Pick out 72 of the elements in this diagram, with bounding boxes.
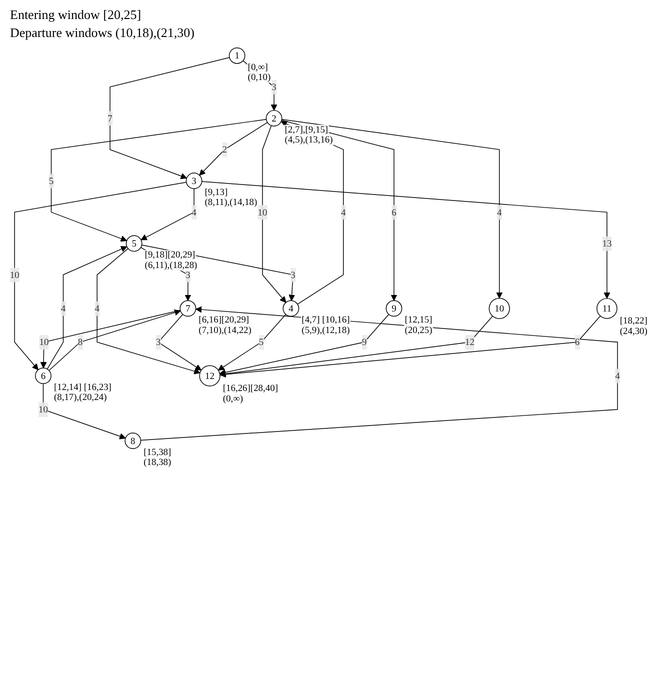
time-window-label: [18,22] [620,317,648,328]
time-window-label: [16,26][28,40] [222,384,278,394]
edge-label: 5 [258,336,264,348]
time-window-label: (4,5),(13,16) [284,136,333,146]
arrow [140,188,194,241]
edge-label: 10 [10,270,20,280]
arrow [140,306,618,442]
edge-label: 12 [464,336,474,348]
node-circle: 4 [282,300,300,318]
arrow [201,181,610,300]
time-window-label: [2,7],[9,15] [284,126,328,136]
edge-label: 6 [574,336,580,348]
note-text: Departure windows (10,18),(21,30) [10,24,194,42]
node-circle: 3 [186,173,202,190]
edge-label: 4 [615,370,620,382]
edge-label: 4 [341,206,346,218]
time-window-label: (5,9),(12,18) [302,326,350,336]
edge-label: 4 [60,303,66,314]
edge-label: 3 [272,82,276,93]
arrow [218,314,286,371]
node-circle: 11 [596,298,618,320]
time-window-label: [9,13] [204,188,228,198]
time-window-label: [4,7] [10,16] [302,316,350,326]
node-circle: 7 [180,300,196,318]
edge-label: 9 [362,336,367,348]
arrow [262,126,286,304]
node-circle: 10 [488,298,510,320]
edge-label: 7 [108,112,112,124]
edge-label: 2 [222,144,227,156]
node-circle: 6 [35,368,52,384]
time-window-label: [12,15] [404,316,432,326]
time-window-label: [9,18][20,29] [144,250,196,261]
edge-label: 13 [602,238,612,250]
edge-label: 3 [186,270,190,280]
edge-label: 4 [192,206,196,218]
time-window-label: [6,16][20,29] [198,316,250,326]
edge-label: 10 [258,206,268,218]
time-window-label: (8,11),(14,18) [204,198,258,209]
time-window-label: (18,38) [144,458,172,468]
edge-label: 3 [290,270,296,280]
node-circle: 5 [126,236,142,252]
arrow [281,119,503,299]
time-window-label: (20,25) [404,326,432,336]
time-window-label: (24,30) [620,327,648,338]
node-circle: 1 [228,48,246,64]
node-circle: 2 [266,110,282,127]
time-window-label: (0,∞) [222,394,243,405]
node-circle: 8 [124,432,142,450]
arrow [14,182,187,371]
arrow [110,58,230,180]
arrow [199,122,268,176]
time-window-label: (6,11),(18,28) [144,261,198,272]
edge-label: 3 [156,336,161,348]
edge-label: 10 [39,336,49,348]
time-window-label: (7,10),(14,22) [198,326,252,336]
node-circle: 12 [199,366,220,387]
note-text: Entering window [20,25] [10,6,142,24]
edge-label: 8 [78,336,83,348]
time-window-label: [15,38] [144,448,172,458]
edge-label: 4 [94,303,100,314]
edge-label: 10 [38,404,48,416]
arrow [50,119,267,242]
arrow [46,246,128,370]
time-window-label: (8,17),(20,24) [54,393,107,404]
edge-label: 6 [392,206,396,218]
time-window-label: [0,∞] [248,63,268,74]
node-circle: 9 [386,300,402,318]
edge-label: 5 [48,176,54,187]
edge-label: 4 [496,206,502,218]
time-window-label: [12,14] [16,23] [54,383,112,394]
arrow [281,120,398,302]
time-window-label: (0,10) [248,73,271,84]
